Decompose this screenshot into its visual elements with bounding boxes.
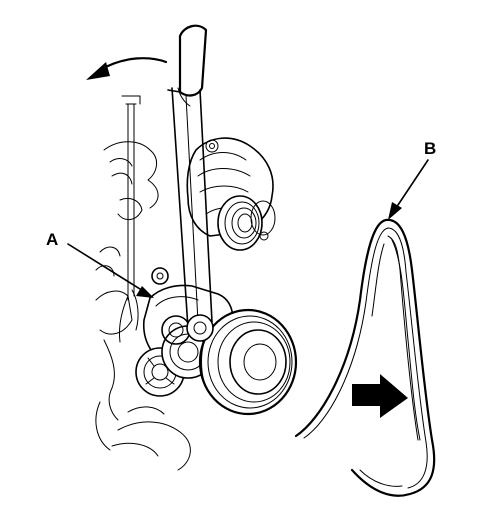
label-a: A bbox=[46, 230, 58, 249]
curved-arrow-icon bbox=[86, 57, 168, 80]
support-rods bbox=[119, 95, 141, 343]
breaker-bar bbox=[167, 24, 214, 342]
block-arrow-icon bbox=[352, 374, 408, 418]
callout-a: A bbox=[46, 230, 154, 298]
drive-belt bbox=[294, 218, 436, 497]
engine-block-sketch bbox=[95, 141, 191, 471]
alternator bbox=[186, 137, 276, 251]
crank-pulley bbox=[198, 308, 298, 416]
label-b: B bbox=[424, 139, 436, 158]
callout-b: B bbox=[388, 139, 436, 220]
